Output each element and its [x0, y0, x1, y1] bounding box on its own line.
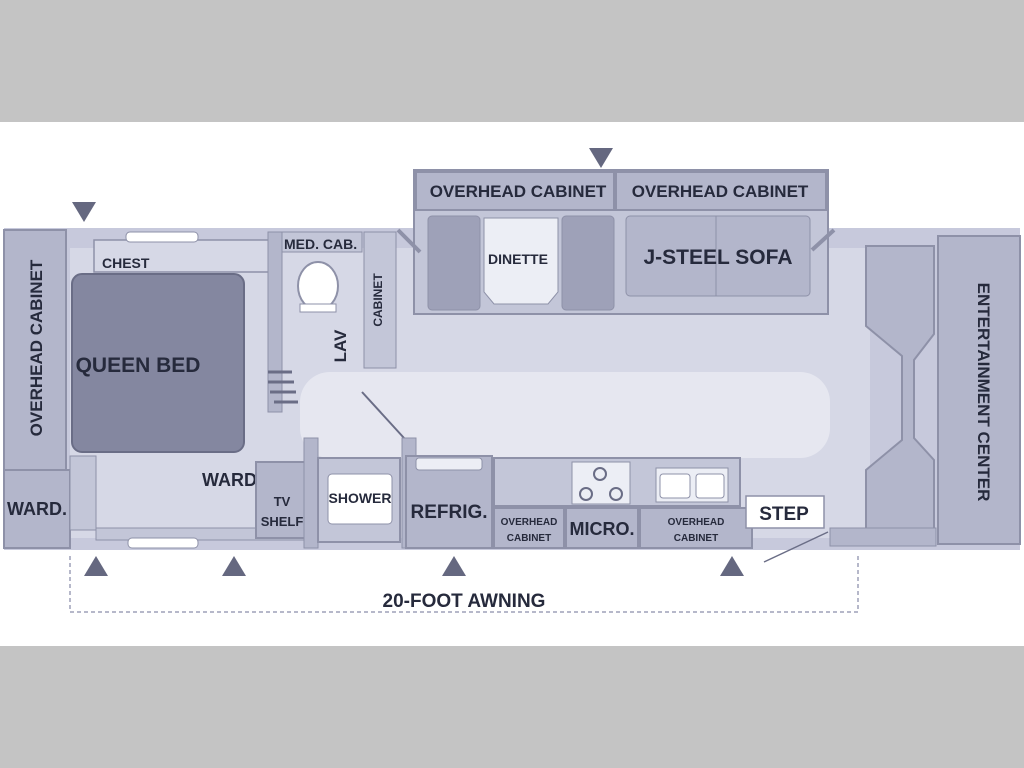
marker-triangle-bottom-1: [84, 556, 108, 576]
overhead-cabinet-bottom-1-label-b: CABINET: [507, 533, 551, 544]
entry-door-swing: [763, 531, 829, 563]
double-sink-icon: [655, 467, 729, 503]
overhead-cabinet-bottom-2: [639, 507, 753, 549]
queen-bed: QUEEN BED: [71, 273, 245, 453]
stove-burners-icon: [571, 461, 631, 505]
bath-door: [361, 391, 405, 439]
refrigerator-top: [415, 457, 483, 471]
overhead-cabinet-top-1: [415, 171, 615, 211]
refrigerator: REFRIG.: [405, 455, 493, 549]
bottom-right-wall: [829, 527, 937, 547]
walkway: [300, 372, 830, 458]
tv-shelf-label-2: SHELF: [261, 514, 304, 529]
wardrobe-left-label: WARD.: [7, 499, 67, 519]
queen-bed-mattress: [71, 273, 245, 453]
microwave-label: MICRO.: [570, 519, 635, 539]
medicine-cabinet: [281, 231, 363, 253]
floorplan-canvas: OVERHEAD CABINET CHEST QUEEN BED MED. CA…: [0, 122, 1024, 646]
overhead-cabinet-left-label: OVERHEAD CABINET: [27, 259, 46, 436]
overhead-cabinet-top-2-label: OVERHEAD CABINET: [632, 182, 809, 201]
marker-triangle-top-left: [72, 202, 96, 222]
dinette-label: DINETTE: [488, 251, 548, 267]
refrigerator-body: [405, 455, 493, 549]
window-top-left: [125, 231, 199, 243]
dinette-table: [483, 217, 559, 305]
marker-triangle-bottom-2: [222, 556, 246, 576]
wardrobe-mid-label: WARD.: [202, 470, 262, 490]
marker-triangle-bottom-3: [442, 556, 466, 576]
shower: SHOWER: [317, 457, 401, 543]
dinette-bench-right: [561, 215, 615, 311]
marker-triangle-top: [589, 148, 613, 168]
entry-step: [745, 495, 825, 529]
marker-triangle-bottom-4: [720, 556, 744, 576]
shower-pan: [327, 473, 393, 525]
bath-cabinet: [363, 231, 397, 369]
overhead-cabinet-top-2: [615, 171, 827, 211]
window-bottom-left: [127, 537, 199, 549]
awning-outline: [69, 556, 859, 613]
bedroom-wall: [267, 231, 283, 413]
sofa: J-STEEL SOFA: [625, 215, 811, 297]
dinette-bench-left: [427, 215, 481, 311]
overhead-cabinet-bottom-2-label-a: OVERHEAD: [668, 517, 725, 528]
sofa-body: [625, 215, 811, 297]
toilet-icon: [297, 261, 339, 313]
dinette: DINETTE: [427, 215, 615, 311]
entertainment-center-label: ENTERTAINMENT CENTER: [974, 283, 993, 502]
wardrobe-left: [3, 469, 71, 549]
awning-label: 20-FOOT AWNING: [383, 591, 546, 612]
sofa-label: J-STEEL SOFA: [644, 246, 793, 269]
overhead-cabinet-left: [3, 229, 67, 471]
slideout-wall-left: [396, 228, 422, 254]
entry-step-label: STEP: [759, 504, 809, 525]
overhead-cabinet-bottom-1-label-a: OVERHEAD: [501, 517, 558, 528]
overhead-cabinet-bottom-1: [493, 507, 565, 549]
tv-shelf: [255, 461, 307, 539]
bath-cabinet-label: CABINET: [371, 273, 385, 327]
pocket-door: [268, 370, 298, 404]
shower-label: SHOWER: [329, 490, 392, 506]
tv-shelf-label-1: TV: [274, 494, 291, 509]
entertainment-cabinet: [937, 235, 1021, 545]
rv-floorplan-diagram: OVERHEAD CABINET CHEST QUEEN BED MED. CA…: [3, 148, 1021, 613]
medicine-cabinet-label: MED. CAB.: [284, 236, 357, 252]
refrigerator-label: REFRIG.: [410, 502, 487, 523]
queen-bed-label: QUEEN BED: [76, 354, 201, 377]
overhead-cabinet-top-1-label: OVERHEAD CABINET: [430, 182, 607, 201]
microwave: [565, 507, 639, 549]
lav-label: LAV: [331, 329, 350, 362]
shower-wall: [303, 437, 319, 549]
chest-label: CHEST: [102, 255, 150, 271]
entertainment-center: ENTERTAINMENT CENTER: [865, 235, 1021, 545]
overhead-cabinet-bottom-2-label-b: CABINET: [674, 533, 718, 544]
slideout-wall-right: [810, 228, 836, 252]
bed-nightstand: [69, 455, 97, 531]
